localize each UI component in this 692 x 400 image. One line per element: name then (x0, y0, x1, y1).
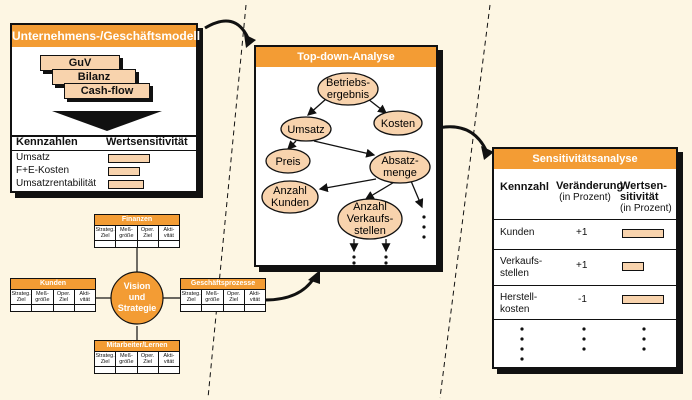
bar-umsatz (108, 154, 150, 163)
stack-cashflow: Cash-flow (64, 83, 150, 99)
bar-kunden (622, 229, 664, 238)
row-herstellkosten-2: kosten (500, 304, 530, 315)
vision-label-1: Vision (124, 281, 151, 291)
val-kunden: +1 (576, 227, 588, 238)
node-preis (265, 148, 311, 174)
node-anzahl-verkaufsstellen (337, 198, 403, 240)
label-absatz-2: menge (383, 167, 417, 179)
bsc-finanzen-title: Finanzen (95, 215, 179, 225)
h-veraenderung-unit: (in Prozent) (559, 192, 611, 203)
h-kennzahl: Kennzahl (500, 181, 549, 193)
stack-bilanz: Bilanz (52, 69, 136, 85)
h-werts-3: (in Prozent) (620, 203, 672, 214)
label-betrieb-1: Betriebs- (326, 77, 370, 89)
label-verkauf-3: stellen (354, 225, 386, 237)
label-verkauf-1: Anzahl (353, 201, 387, 213)
row-umsatz: Umsatz (16, 152, 50, 163)
label-betrieb-2: ergebnis (327, 89, 370, 101)
val-verkaufsstellen: +1 (576, 260, 588, 271)
row-verkaufsstellen-1: Verkaufs- (500, 256, 543, 267)
bar-verkaufsstellen (622, 262, 644, 271)
bsc-prozesse-title: Geschäftsprozesse (181, 279, 265, 289)
sensitivity-panel: Sensitivitätsanalyse Kennzahl Veränderun… (492, 147, 678, 369)
bsc-lernen-title: Mitarbeiter/Lernen (95, 341, 179, 351)
node-betriebsergebnis (317, 72, 379, 106)
bar-herstellkosten (622, 295, 664, 304)
continuation-dots (352, 215, 426, 265)
topdown-title: Top-down-Analyse (256, 47, 436, 67)
col-wertsensitivitaet: Wertsensitivität (106, 136, 188, 148)
node-umsatz (280, 116, 332, 142)
label-absatz-1: Absatz- (381, 155, 419, 167)
bar-umsatzrentabilitaet (108, 180, 144, 189)
h-werts-1: Wertsen- (620, 180, 667, 192)
row-verkaufsstellen-2: stellen (500, 268, 529, 279)
row-umsatzrentabilitaet: Umsatzrentabilität (16, 178, 97, 189)
node-anzahl-kunden (261, 180, 319, 214)
label-kosten: Kosten (381, 118, 415, 130)
down-triangle-icon (52, 111, 162, 131)
bsc-kunden-title: Kunden (11, 279, 95, 289)
label-kunden-2: Kunden (271, 197, 309, 209)
node-absatzmenge (369, 150, 431, 184)
row-fe-kosten: F+E-Kosten (16, 165, 70, 176)
topdown-tree: Betriebs- ergebnis Umsatz Kosten Preis A… (261, 72, 431, 265)
label-verkauf-2: Verkaufs- (347, 213, 394, 225)
sensitivity-dots (520, 327, 646, 361)
topdown-panel: Top-down-Analyse Betriebs- er (254, 45, 438, 267)
row-kunden: Kunden (500, 227, 535, 238)
h-werts-2: sitivität (620, 191, 659, 203)
business-model-panel: Unternehmens-/Geschäftsmodell GuV Bilanz… (10, 23, 200, 193)
vision-label-3: Strategie (118, 303, 157, 313)
bar-fe-kosten (108, 167, 140, 176)
h-veraenderung: Veränderung (556, 180, 624, 192)
label-umsatz: Umsatz (287, 124, 324, 136)
vision-label-2: und (129, 292, 146, 302)
val-herstellkosten: -1 (578, 294, 587, 305)
col-kennzahlen: Kennzahlen (16, 136, 78, 148)
vision-circle (110, 271, 164, 325)
label-preis: Preis (275, 156, 301, 168)
row-herstellkosten-1: Herstell- (500, 292, 538, 303)
sensitivity-title: Sensitivitätsanalyse (494, 149, 676, 169)
business-model-title: Unternehmens-/Geschäftsmodell (12, 25, 200, 47)
label-kunden-1: Anzahl (273, 185, 307, 197)
node-kosten (373, 110, 423, 136)
